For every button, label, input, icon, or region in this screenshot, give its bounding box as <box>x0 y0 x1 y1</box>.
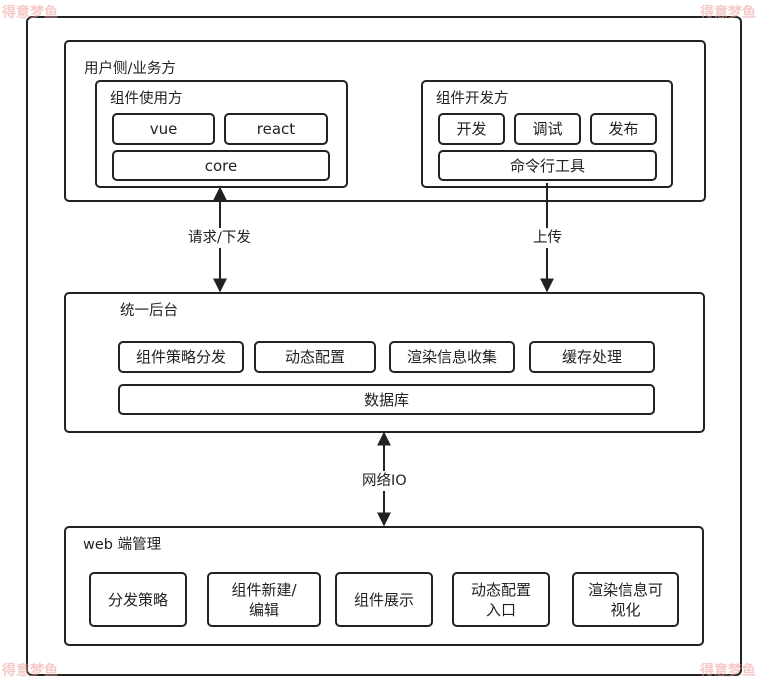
component-developer-title: 组件开发方 <box>436 91 509 107</box>
vue-node: vue <box>112 113 215 145</box>
request-label: 请求/下发 <box>186 228 253 248</box>
dynamic-config-node: 动态配置 <box>254 341 376 373</box>
web-management-title: web 端管理 <box>83 537 162 553</box>
core-node: core <box>112 150 330 181</box>
backend-title: 统一后台 <box>120 303 178 319</box>
react-node: react <box>224 113 328 145</box>
component-consumer-title: 组件使用方 <box>110 91 183 107</box>
cli-tool-node: 命令行工具 <box>438 150 657 181</box>
watermark-top-right: 得意梦鱼 <box>700 5 756 21</box>
dispatch-strategy-node: 分发策略 <box>89 572 187 627</box>
watermark-bottom-right: 得意梦鱼 <box>700 663 756 679</box>
database-node: 数据库 <box>118 384 655 415</box>
user-side-title: 用户侧/业务方 <box>84 61 176 77</box>
dynamic-config-entry-node: 动态配置 入口 <box>452 572 550 627</box>
watermark-top-left: 得意梦鱼 <box>2 5 58 21</box>
debug-node: 调试 <box>514 113 581 145</box>
component-create-edit-node: 组件新建/ 编辑 <box>207 572 321 627</box>
network-label: 网络IO <box>360 471 409 491</box>
upload-label: 上传 <box>531 228 564 248</box>
component-display-node: 组件展示 <box>335 572 433 627</box>
cache-processing-node: 缓存处理 <box>529 341 655 373</box>
render-info-collect-node: 渲染信息收集 <box>389 341 515 373</box>
strategy-dispatch-node: 组件策略分发 <box>118 341 244 373</box>
develop-node: 开发 <box>438 113 505 145</box>
render-info-visualization-node: 渲染信息可 视化 <box>572 572 679 627</box>
publish-node: 发布 <box>590 113 657 145</box>
watermark-bottom-left: 得意梦鱼 <box>2 663 58 679</box>
